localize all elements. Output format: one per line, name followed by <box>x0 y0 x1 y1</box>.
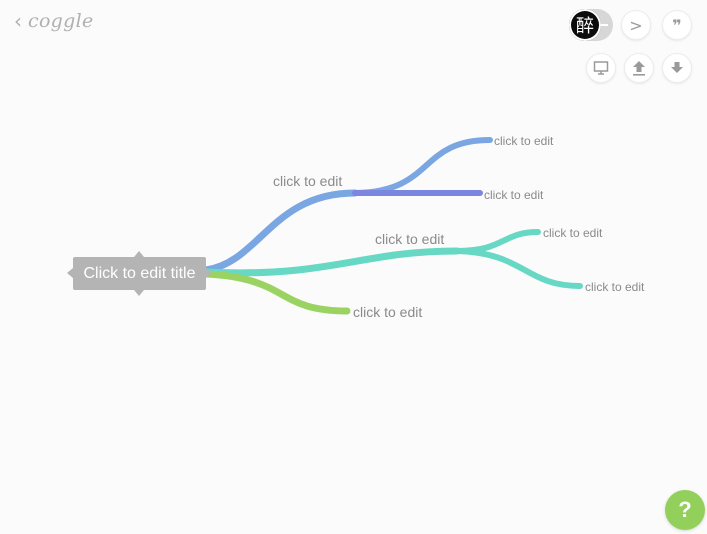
branch-line-1 <box>202 189 359 274</box>
download-button[interactable] <box>662 53 692 83</box>
avatar-divider <box>601 24 608 26</box>
branch-label-2-1[interactable]: click to edit <box>543 226 603 240</box>
branch-label-1-2[interactable]: click to edit <box>484 188 544 202</box>
branch-label-2[interactable]: click to edit <box>375 231 444 247</box>
root-add-right-handle[interactable] <box>206 268 212 278</box>
root-node-label: Click to edit title <box>83 265 196 282</box>
root-add-bottom-handle[interactable] <box>134 290 144 296</box>
branch-line-2-1 <box>454 229 541 254</box>
logo-text: coggle <box>28 10 94 32</box>
upload-button[interactable] <box>624 53 654 83</box>
presentation-button[interactable] <box>586 53 616 83</box>
root-add-left-handle[interactable] <box>67 268 73 278</box>
chevron-right-icon: > <box>629 15 643 35</box>
chevron-left-icon: ‹ <box>14 9 22 33</box>
branch-label-3[interactable]: click to edit <box>353 304 422 320</box>
comments-button[interactable]: ❞ <box>662 10 692 40</box>
share-button[interactable]: > <box>621 10 651 40</box>
branch-label-2-2[interactable]: click to edit <box>585 280 645 294</box>
quote-icon: ❞ <box>672 15 682 35</box>
branch-line-2 <box>202 247 461 277</box>
branch-line-2-2 <box>454 248 583 289</box>
download-icon <box>671 62 683 73</box>
branch-label-1-1[interactable]: click to edit <box>494 134 554 148</box>
help-button[interactable]: ? <box>665 490 705 530</box>
user-avatar[interactable]: 醉 <box>569 9 613 41</box>
upload-icon <box>633 61 645 76</box>
coggle-logo-link[interactable]: ‹ coggle <box>14 9 94 33</box>
root-node[interactable]: Click to edit title <box>67 251 212 296</box>
root-add-top-handle[interactable] <box>134 251 144 257</box>
presentation-icon <box>593 61 609 75</box>
branch-line-1-1 <box>352 137 493 196</box>
help-label: ? <box>678 497 692 522</box>
branch-label-1[interactable]: click to edit <box>273 173 342 189</box>
avatar-image: 醉 <box>569 9 601 41</box>
branch-line-3 <box>202 270 351 315</box>
